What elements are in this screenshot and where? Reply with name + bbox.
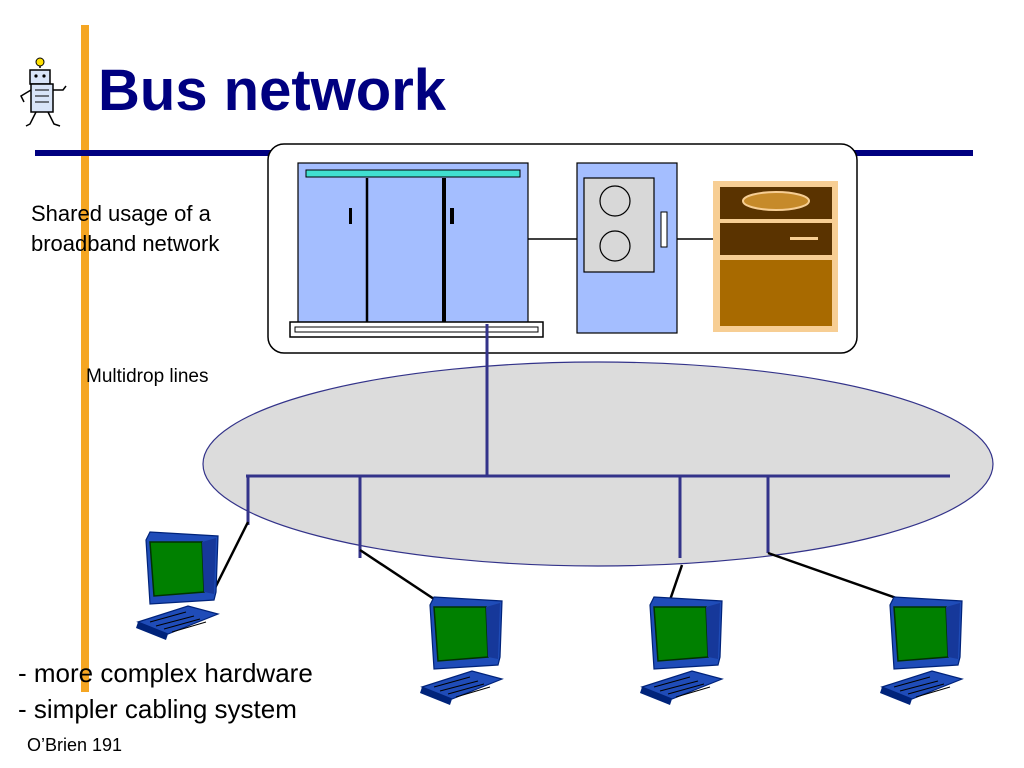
disk-drive-icon — [576, 162, 678, 334]
terminal-computer-icon — [639, 596, 723, 706]
subtitle-line: Shared usage of a — [31, 201, 211, 226]
terminal-computer-icon — [135, 531, 219, 641]
bullet-list: - more complex hardware - simpler cablin… — [18, 655, 313, 727]
terminal-computer-icon — [879, 596, 963, 706]
clipart-robot-icon — [20, 57, 67, 127]
subtitle: Shared usage of a broadband network — [31, 199, 219, 259]
accent-bar — [81, 25, 89, 692]
slide-title: Bus network — [98, 58, 447, 123]
multidrop-label: Multidrop lines — [86, 366, 209, 387]
drop-cables — [212, 521, 903, 605]
source-credit: O’Brien 191 — [27, 735, 123, 755]
terminal-computer-icon — [419, 596, 503, 706]
bus-lines — [246, 324, 950, 558]
bullet-item: - more complex hardware — [18, 658, 313, 688]
storage-cabinet-icon — [713, 181, 838, 332]
network-ellipse — [202, 361, 994, 567]
bullet-item: - simpler cabling system — [18, 694, 297, 724]
mainframe-computer-icon — [289, 162, 544, 338]
subtitle-line: broadband network — [31, 231, 220, 256]
